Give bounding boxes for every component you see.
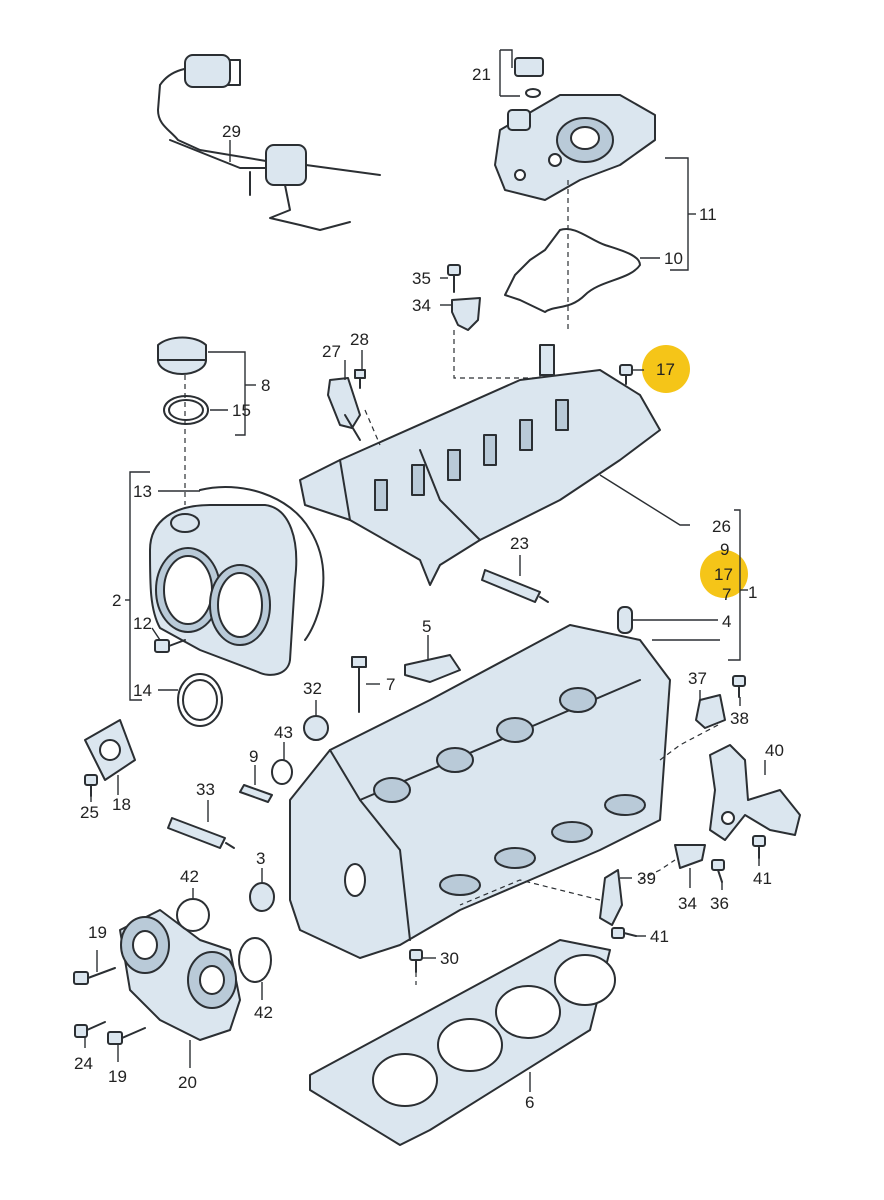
plug-3 <box>249 882 275 912</box>
plug-32 <box>303 715 329 741</box>
callout-29: 29 <box>222 122 241 141</box>
head-gasket-6 <box>309 939 616 1146</box>
callout-5: 5 <box>422 617 431 636</box>
callout-42-top: 42 <box>180 867 199 886</box>
callout-4: 4 <box>722 612 731 631</box>
callout-9-bracket: 9 <box>720 540 729 559</box>
valve-27 <box>327 377 361 441</box>
bolt-7 <box>351 656 367 713</box>
callout-35: 35 <box>412 269 431 288</box>
assembly-guides <box>184 180 719 985</box>
bracket-39 <box>599 869 623 926</box>
sensor-34-top <box>447 264 481 331</box>
bolt-41-lower <box>611 927 637 939</box>
bolt-41-right <box>752 835 766 859</box>
seal-15 <box>163 395 209 425</box>
timing-cover-2 <box>149 486 325 676</box>
callout-41-right: 41 <box>753 869 772 888</box>
bolt-28 <box>354 369 366 389</box>
gasket-10 <box>504 228 641 313</box>
sprocket-18 <box>84 719 136 781</box>
pump-20 <box>119 909 241 1041</box>
callout-6: 6 <box>525 1093 534 1112</box>
callout-21: 21 <box>472 65 491 84</box>
callout-34-top: 34 <box>412 296 431 315</box>
callout-24: 24 <box>74 1054 93 1073</box>
callout-1: 1 <box>748 583 757 602</box>
callout-15: 15 <box>232 401 251 420</box>
callout-33: 33 <box>196 780 215 799</box>
pin-4 <box>617 606 633 634</box>
callout-41-lower: 41 <box>650 927 669 946</box>
callout-7-bracket: 7 <box>722 585 731 604</box>
vent-hose-29 <box>157 54 381 231</box>
sensor-21 <box>514 57 544 98</box>
callout-26: 26 <box>712 517 731 536</box>
bolt-19-bottom <box>107 1027 146 1045</box>
highlight-17-bracket <box>700 550 748 598</box>
callout-42-bottom: 42 <box>254 1003 273 1022</box>
bolt-25 <box>84 774 98 797</box>
sealant-23 <box>481 569 549 603</box>
callout-25: 25 <box>80 803 99 822</box>
callout-27: 27 <box>322 342 341 361</box>
bolt-24 <box>74 1021 106 1038</box>
sensor-37 <box>695 694 726 729</box>
callout-18: 18 <box>112 795 131 814</box>
cap-8 <box>157 336 207 375</box>
callout-13: 13 <box>133 482 152 501</box>
callout-43: 43 <box>274 723 293 742</box>
bolt-38 <box>732 675 746 698</box>
seal-42-top <box>176 898 210 932</box>
bolt-19-top <box>73 967 116 985</box>
callout-37: 37 <box>688 669 707 688</box>
cam-carrier-26 <box>299 344 661 586</box>
callout-19-bottom: 19 <box>108 1067 127 1086</box>
stud-9 <box>239 784 273 803</box>
callout-17-bracket: 17 <box>714 565 733 584</box>
pump-housing-11 <box>494 94 656 201</box>
callout-39: 39 <box>637 869 656 888</box>
callout-11: 11 <box>699 205 717 224</box>
bolt-30 <box>409 949 423 973</box>
callout-20: 20 <box>178 1073 197 1092</box>
callout-12: 12 <box>133 614 152 633</box>
callout-10: 10 <box>664 249 683 268</box>
seal-43 <box>271 759 293 785</box>
seal-42-bottom <box>238 937 272 983</box>
plate-5 <box>404 654 461 683</box>
cylinder-head <box>289 624 671 959</box>
sealant-33 <box>167 817 235 849</box>
seal-14 <box>177 673 223 727</box>
bracket-40 <box>709 744 801 841</box>
callout-7-bolt: 7 <box>386 675 395 694</box>
callout-40: 40 <box>765 741 784 760</box>
callout-9-stud: 9 <box>249 747 258 766</box>
sensor-34-bottom <box>674 844 706 869</box>
leader-lines <box>84 49 766 1092</box>
callout-3: 3 <box>256 849 265 868</box>
callout-28: 28 <box>350 330 369 349</box>
bolt-17-top <box>619 364 633 385</box>
callout-30: 30 <box>440 949 459 968</box>
highlight-17-top <box>642 345 690 393</box>
highlight-markers <box>642 345 748 598</box>
bolt-36 <box>711 859 725 883</box>
callout-32: 32 <box>303 679 322 698</box>
callout-34-bottom: 34 <box>678 894 697 913</box>
callout-2: 2 <box>112 591 121 610</box>
callout-8: 8 <box>261 376 270 395</box>
callout-19-top: 19 <box>88 923 107 942</box>
callout-38: 38 <box>730 709 749 728</box>
callout-labels: 1 2 3 4 5 6 7 7 8 9 9 10 11 12 13 14 15 … <box>74 65 784 1112</box>
callout-23: 23 <box>510 534 529 553</box>
callout-17-top: 17 <box>656 360 675 379</box>
callout-36: 36 <box>710 894 729 913</box>
bolt-12 <box>154 639 186 653</box>
callout-14: 14 <box>133 681 152 700</box>
